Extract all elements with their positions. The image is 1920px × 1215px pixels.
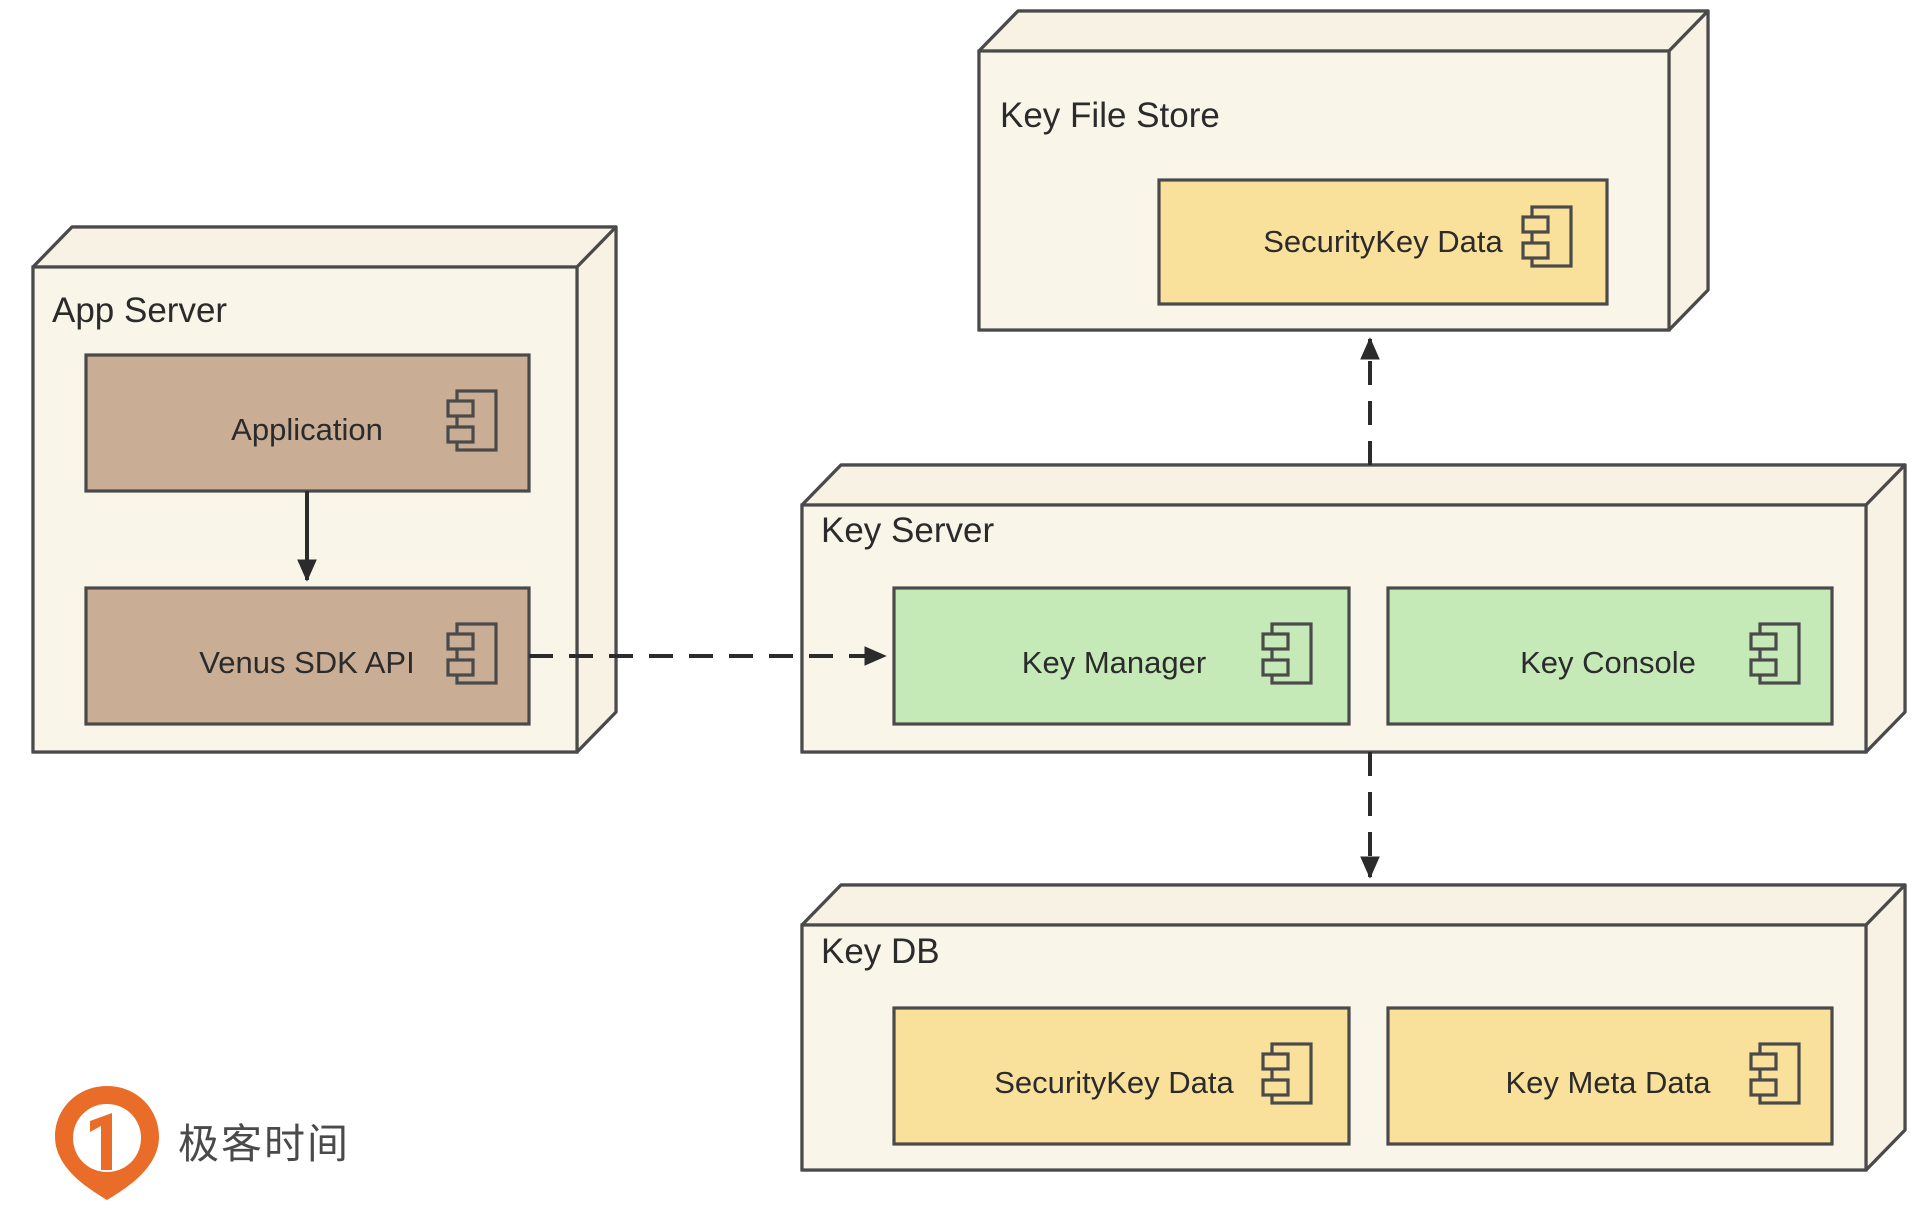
component-application[interactable]: Application [84,353,531,493]
component-label: Key Console [1520,645,1696,680]
node-label-key-server: Key Server [821,511,994,550]
component-box [1386,586,1834,726]
uml-component-icon [1261,622,1313,685]
component-box [84,586,531,726]
component-key-meta-data[interactable]: Key Meta Data [1386,1006,1834,1146]
uml-component-icon [1261,1042,1313,1105]
component-label: SecurityKey Data [1263,224,1503,259]
node-top-face [977,9,1710,53]
component-box [1386,1006,1834,1146]
component-label: SecurityKey Data [994,1065,1234,1100]
node-top-face [31,225,618,269]
node-label-app-server: App Server [52,291,227,330]
component-label: Key Manager [1022,645,1206,680]
uml-component-icon [1521,205,1573,268]
node-label-key-file-store: Key File Store [1000,96,1220,135]
logo-one-glyph [90,1113,112,1170]
node-label-key-db: Key DB [821,932,940,971]
component-key-manager[interactable]: Key Manager [892,586,1351,726]
node-top-face [800,463,1907,507]
uml-component-icon [446,622,498,685]
brand-name: 极客时间 [178,1120,350,1168]
geektime-logo-icon [55,1086,159,1200]
component-kfs-securitykey-data[interactable]: SecurityKey Data [1157,178,1609,306]
node-right-face [1864,883,1907,1172]
uml-component-icon [446,389,498,452]
node-key-file-store[interactable]: Key File Store SecurityKey Data [977,9,1710,332]
component-keydb-securitykey-data[interactable]: SecurityKey Data [892,1006,1351,1146]
component-box [84,353,531,493]
uml-component-icon [1749,1042,1801,1105]
component-label: Application [231,412,383,447]
node-key-server[interactable]: Key Server Key Manager Key Console [800,463,1907,754]
node-right-face [575,225,618,754]
node-right-face [1864,463,1907,754]
component-key-console[interactable]: Key Console [1386,586,1834,726]
component-label: Venus SDK API [199,645,414,680]
component-label: Key Meta Data [1505,1065,1711,1100]
node-top-face [800,883,1907,927]
node-app-server[interactable]: App Server Application Venus SDK API [31,225,618,754]
component-venus-sdk-api[interactable]: Venus SDK API [84,586,531,726]
logo-swoosh [78,1163,136,1189]
uml-component-icon [1749,622,1801,685]
node-key-db[interactable]: Key DB SecurityKey Data Key Meta Data [800,883,1907,1172]
brand-watermark: 极客时间 [55,1086,350,1200]
node-right-face [1667,9,1710,332]
